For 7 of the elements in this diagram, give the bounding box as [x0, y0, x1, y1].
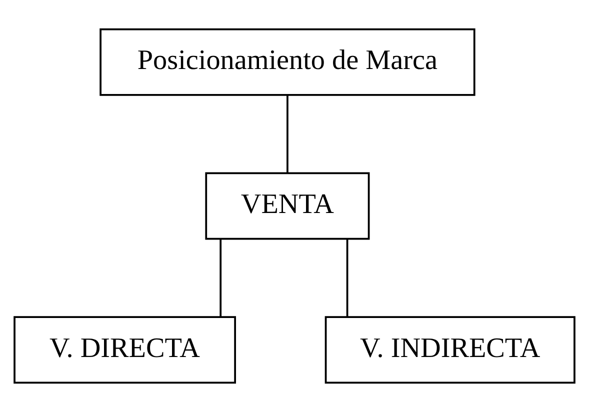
connector [220, 239, 222, 317]
node-box: V. DIRECTA [14, 316, 236, 384]
node-box: Posicionamiento de Marca [100, 28, 476, 96]
node-box: VENTA [205, 172, 370, 240]
node-box: V. INDIRECTA [324, 316, 576, 384]
connector [346, 239, 348, 317]
connector [286, 95, 288, 173]
